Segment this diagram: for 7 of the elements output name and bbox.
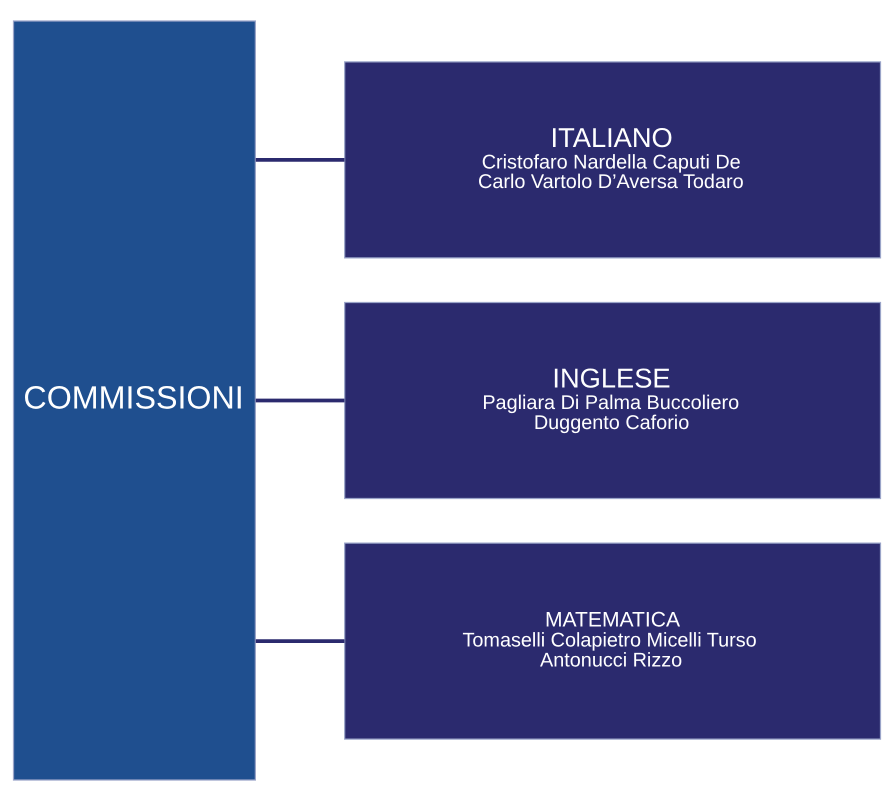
connector — [256, 398, 344, 402]
connector — [256, 158, 344, 162]
node-box: ITALIANO Cristofaro Nardella Caputi De Carlo Vartolo D’Aversa Todaro — [344, 61, 882, 258]
node-box: INGLESE Pagliara Di Palma Buccoliero Duggento Caforio — [344, 302, 882, 500]
node-box: COMMISSIONI — [12, 20, 256, 781]
node-box: MATEMATICA Tomaselli Colapietro Micelli Turso Antonucci Rizzo — [344, 542, 882, 740]
connector — [256, 639, 344, 643]
